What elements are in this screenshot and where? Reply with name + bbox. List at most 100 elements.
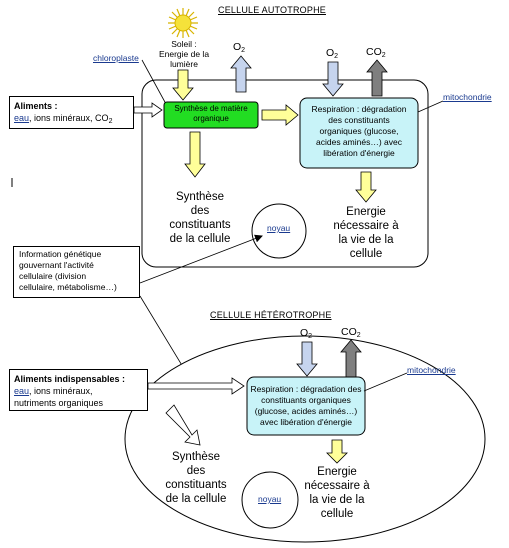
aliments-hetero-line2: nutriments organiques bbox=[14, 398, 104, 408]
information-box: Information génétique gouvernant l'activ… bbox=[13, 246, 140, 298]
synthese-const-hetero-line1: Synthèse bbox=[172, 451, 220, 463]
aliments-hetero-line1: eau, ions minéraux, bbox=[14, 385, 143, 397]
noyau-auto bbox=[251, 203, 307, 259]
o2-in-label-hetero: O2 bbox=[300, 328, 312, 342]
noyau-label-auto: noyau bbox=[267, 223, 291, 233]
co2-out-hetero-sub: 2 bbox=[356, 332, 361, 339]
co2-out-arrow-hetero bbox=[340, 339, 362, 378]
noyau-hetero bbox=[241, 471, 299, 529]
respiration-box-auto bbox=[299, 97, 419, 169]
co2-out-text: CO bbox=[366, 46, 382, 58]
aliments-hetero-colon: : bbox=[119, 374, 126, 384]
energie-auto-line3: la vie de la bbox=[338, 234, 394, 246]
information-line4: cellulaire, métabolisme…) bbox=[19, 282, 117, 292]
o2-out-sub: 2 bbox=[241, 47, 246, 54]
aliments-auto-eau: eau bbox=[14, 113, 30, 123]
respiration-auto-line3: organiques (glucose, bbox=[319, 126, 399, 136]
aliments-hetero-title: Aliments indispensables bbox=[14, 374, 120, 384]
o2-in-text: O bbox=[326, 47, 335, 59]
aliments-auto-sub: 2 bbox=[108, 118, 113, 125]
synthese-const-auto-line3: constituants bbox=[169, 219, 231, 231]
heterotrophe-title: CELLULE HÉTÉROTROPHE bbox=[210, 310, 332, 320]
aliments-box-hetero: Aliments indispensables : eau, ions miné… bbox=[9, 369, 148, 411]
energie-auto-line1: Energie bbox=[346, 206, 386, 218]
o2-in-sub: 2 bbox=[334, 53, 339, 60]
o2-out-arrow bbox=[230, 55, 252, 93]
autotrophe-title: CELLULE AUTOTROPHE bbox=[218, 5, 326, 15]
info-pointer-auto bbox=[139, 234, 263, 284]
energie-hetero-line1: Energie bbox=[317, 466, 357, 478]
aliments-auto-colon: : bbox=[52, 101, 58, 111]
mitochondrie-label-hetero: mitochondrie bbox=[407, 365, 456, 375]
synthese-box-text: Synthèse de matière organique bbox=[164, 104, 258, 124]
chloroplaste-label: chloroplaste bbox=[93, 53, 139, 63]
synthese-const-auto-line1: Synthèse bbox=[176, 191, 224, 203]
aliments-hetero-title-line: Aliments indispensables : bbox=[14, 373, 143, 385]
light-arrow bbox=[172, 69, 194, 101]
noyau-label-hetero: noyau bbox=[258, 494, 282, 504]
synthese-constituants-hetero: Synthèse des constituants de la cellule bbox=[156, 450, 236, 506]
sun-label-line3: lumière bbox=[170, 59, 198, 69]
respiration-text-auto: Respiration : dégradation des constituan… bbox=[300, 104, 418, 159]
energie-hetero-line3: la vie de la bbox=[309, 494, 365, 506]
aliments-auto-content: eau, ions minéraux, CO2 bbox=[14, 112, 129, 128]
synthese-down-arrow bbox=[184, 131, 206, 178]
aliments-input-arrow-auto bbox=[133, 102, 163, 118]
o2-out-label: O2 bbox=[233, 42, 245, 56]
co2-out-sub: 2 bbox=[381, 52, 386, 59]
sun-label-line1: Soleil : bbox=[171, 39, 197, 49]
information-line3: cellulaire (division bbox=[19, 271, 87, 281]
aliments-box-auto: Aliments : eau, ions minéraux, CO2 bbox=[9, 96, 134, 129]
mitochondrie-pointer-auto bbox=[417, 100, 444, 113]
mitochondrie-label-auto: mitochondrie bbox=[443, 92, 492, 102]
sun-icon bbox=[168, 8, 198, 38]
respiration-auto-line5: libération d'énergie bbox=[323, 148, 395, 158]
aliments-hetero-eau: eau bbox=[14, 386, 30, 396]
co2-out-label: CO2 bbox=[366, 47, 386, 61]
information-line2: gouvernant l'activité bbox=[19, 260, 94, 270]
o2-in-label: O2 bbox=[326, 48, 338, 62]
aliments-input-arrow-hetero bbox=[147, 377, 245, 395]
respiration-hetero-line4: avec libération d'énergie bbox=[260, 417, 352, 427]
respiration-hetero-line1: Respiration : dégradation des bbox=[250, 384, 362, 394]
information-line1: Information génétique bbox=[19, 249, 102, 259]
respiration-auto-line2: des constituants bbox=[328, 115, 390, 125]
respiration-box-hetero bbox=[246, 376, 366, 436]
synthese-box bbox=[163, 101, 259, 129]
aliments-hetero-line1-rest: , ions minéraux, bbox=[29, 386, 93, 396]
o2-out-text: O bbox=[233, 41, 242, 53]
synthese-const-hetero-line2: des bbox=[186, 465, 206, 477]
chloroplaste-pointer bbox=[141, 59, 167, 105]
synthese-constituants-auto: Synthèse des constituants de la cellule bbox=[160, 190, 240, 246]
o2-in-arrow-hetero bbox=[296, 341, 318, 377]
o2-in-arrow bbox=[322, 61, 344, 97]
energie-auto-line4: cellule bbox=[349, 248, 383, 260]
synthese-const-auto-line2: des bbox=[190, 205, 210, 217]
mitochondrie-pointer-hetero bbox=[363, 372, 408, 392]
energie-auto-line2: nécessaire à bbox=[333, 220, 399, 232]
sun-label-line2: Energie de la bbox=[158, 49, 210, 59]
respiration-auto-line1: Respiration : dégradation bbox=[311, 104, 407, 114]
aliments-auto-title: Aliments bbox=[14, 101, 53, 111]
respiration-hetero-line2: constituants organiques bbox=[261, 395, 351, 405]
co2-out-hetero-text: CO bbox=[341, 326, 357, 338]
energie-hetero-line4: cellule bbox=[320, 508, 354, 520]
sun-label: Soleil : Energie de la lumière bbox=[150, 39, 218, 69]
synthese-mo-line2: organique bbox=[193, 114, 229, 123]
synthese-arrow-hetero bbox=[165, 404, 201, 446]
synthese-to-respiration-arrow bbox=[261, 104, 299, 126]
o2-in-hetero-text: O bbox=[300, 327, 309, 339]
o2-in-hetero-sub: 2 bbox=[308, 333, 313, 340]
synthese-mo-line1: Synthèse de matière bbox=[174, 104, 248, 113]
respiration-text-hetero: Respiration : dégradation des constituan… bbox=[247, 384, 365, 428]
co2-out-arrow bbox=[366, 59, 388, 97]
energie-auto: Energie nécessaire à la vie de la cellul… bbox=[326, 205, 406, 261]
aliments-auto-rest: , ions minéraux, CO bbox=[29, 113, 109, 123]
co2-out-label-hetero: CO2 bbox=[341, 327, 361, 341]
respiration-hetero-line3: (glucose, acides aminés…) bbox=[254, 406, 358, 416]
synthese-const-hetero-line4: de la cellule bbox=[165, 493, 227, 505]
synthese-const-auto-line4: de la cellule bbox=[169, 233, 231, 245]
energie-down-arrow-auto bbox=[355, 171, 377, 203]
energie-hetero-line2: nécessaire à bbox=[304, 480, 370, 492]
synthese-const-hetero-line3: constituants bbox=[165, 479, 227, 491]
